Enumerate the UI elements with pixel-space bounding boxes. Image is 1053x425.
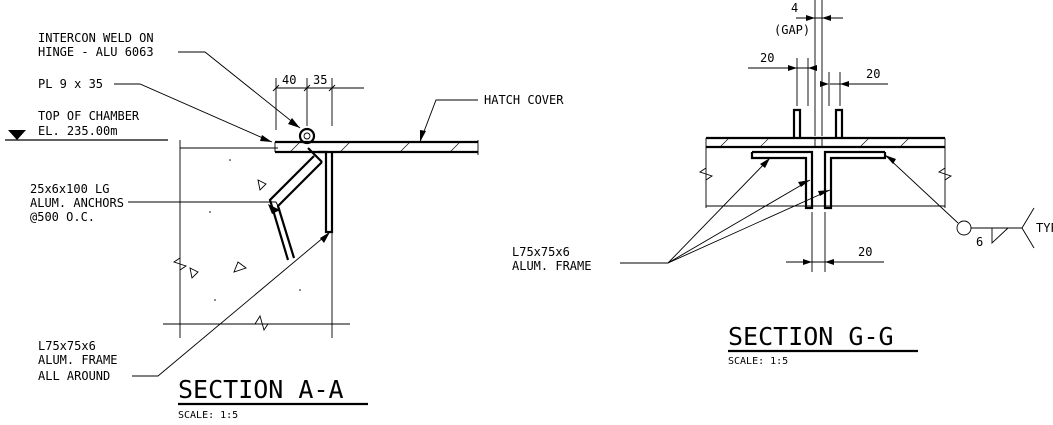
gap-label: (GAP)	[774, 23, 810, 37]
weld-note-line-2: HINGE - ALU 6063	[38, 45, 154, 59]
top-20-dimensions: 20 20	[748, 51, 888, 106]
hatch-cover-g	[706, 136, 945, 149]
handle-tabs	[792, 108, 844, 138]
dimension-40-35: 40 35	[272, 73, 364, 130]
elevation-label: EL. 235.00m	[38, 124, 117, 138]
weld-note-line-1: INTERCON WELD ON	[38, 31, 154, 45]
dim-left-20: 20	[760, 51, 774, 65]
section-a-title: SECTION A-A	[178, 375, 344, 404]
angle-frame-g	[750, 150, 887, 210]
section-a-leaders	[114, 51, 478, 377]
dim-35: 35	[313, 73, 327, 87]
alum-anchor	[268, 155, 323, 261]
top-of-chamber-label: TOP OF CHAMBER	[38, 109, 140, 123]
frame-note-a-line-2: ALUM. FRAME	[38, 353, 117, 367]
section-a-scale: SCALE: 1:5	[178, 410, 238, 421]
anchor-note-line-2: ALUM. ANCHORS	[30, 196, 124, 210]
frame-note-a-line-1: L75x75x6	[38, 339, 96, 353]
frame-note-g-line-1: L75x75x6	[512, 245, 570, 259]
angle-frame-l75	[307, 147, 334, 234]
section-g-leaders	[620, 154, 959, 264]
gap-value: 4	[791, 1, 798, 15]
anchor-note-line-3: @500 O.C.	[30, 210, 95, 224]
plate-note: PL 9 x 35	[38, 77, 103, 91]
frame-note-g-line-2: ALUM. FRAME	[512, 259, 591, 273]
frame-note-a-line-3: ALL AROUND	[38, 369, 110, 383]
concrete-chamber-wall	[163, 140, 350, 338]
hinge-symbol	[297, 127, 317, 145]
section-g-g-drawing: 4 (GAP) 20 20 20	[512, 0, 1053, 367]
weld-size: 6	[976, 235, 983, 249]
section-g-title: SECTION G-G	[728, 322, 894, 351]
bottom-20-dimension: 20	[786, 212, 884, 272]
dim-40: 40	[282, 73, 296, 87]
dim-right-20: 20	[866, 67, 880, 81]
section-g-scale: SCALE: 1:5	[728, 356, 788, 367]
top-of-chamber-marker	[5, 130, 168, 141]
dim-bottom-20: 20	[858, 245, 872, 259]
section-a-a-drawing: 40 35 INTERCON WELD ON HINGE - ALU 6063 …	[5, 31, 564, 421]
weld-symbol: 6 TYP	[956, 207, 1053, 249]
hatch-cover-label: HATCH COVER	[484, 93, 564, 107]
weld-typ-note: TYP	[1036, 221, 1053, 235]
anchor-note-line-1: 25x6x100 LG	[30, 182, 109, 196]
